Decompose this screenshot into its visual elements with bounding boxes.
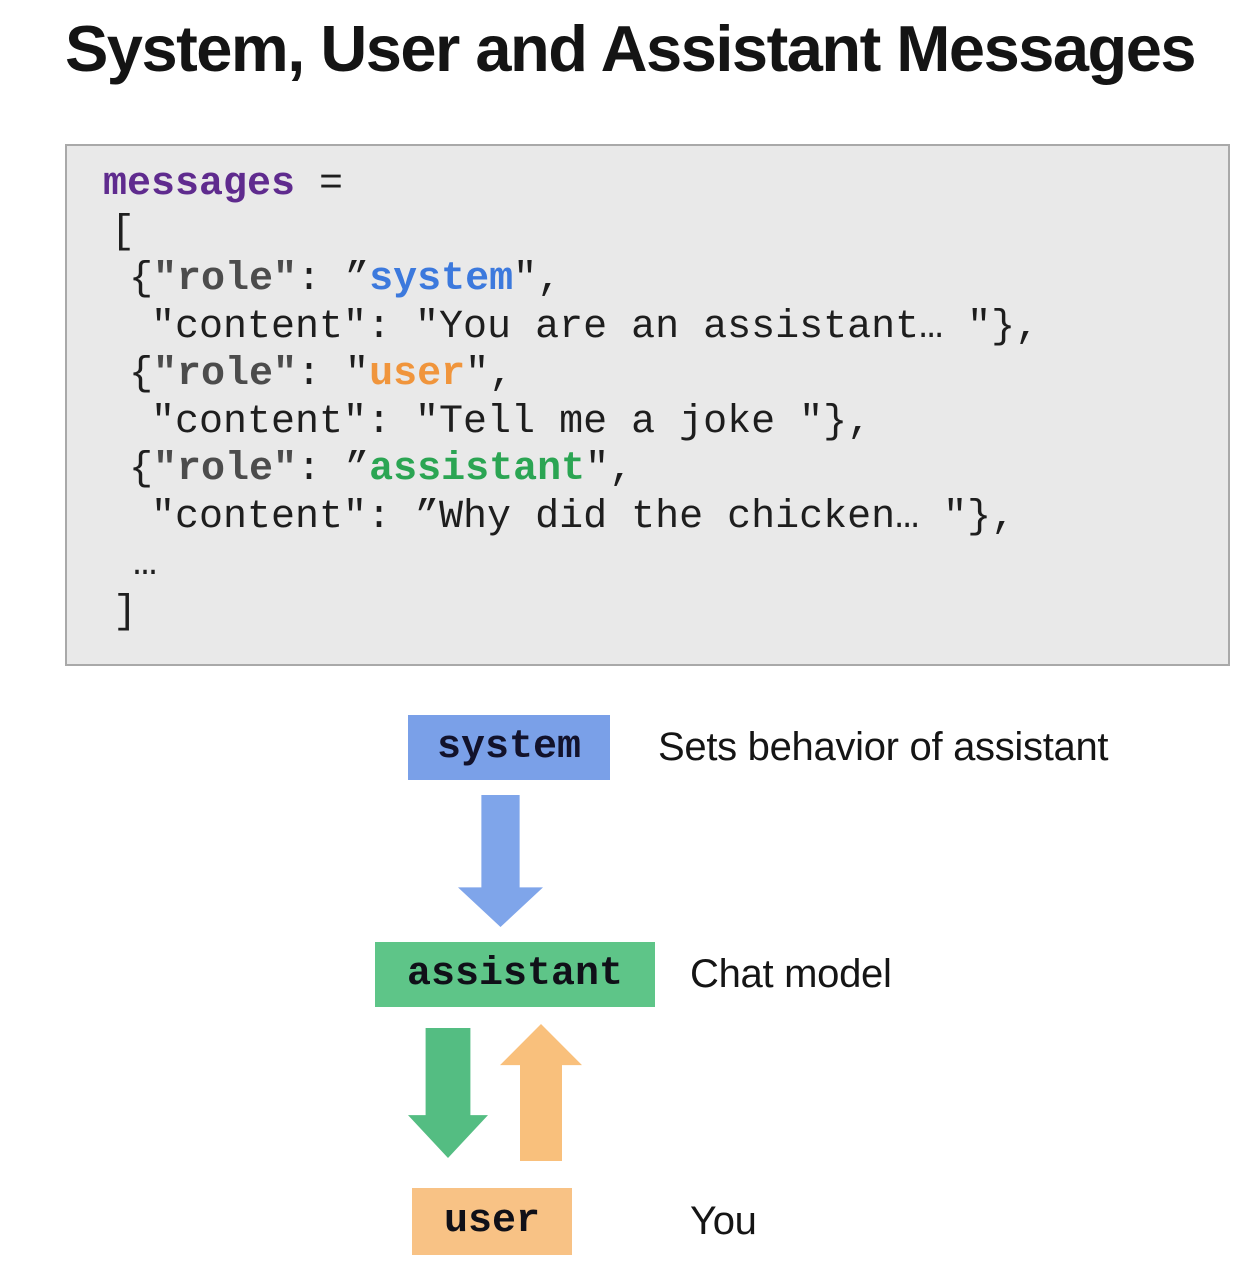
code-line: "content": "Tell me a joke "},: [151, 399, 1212, 447]
system-to-assistant-arrow-icon: [458, 795, 543, 927]
code-segment: {: [129, 447, 154, 492]
code-segment: {: [129, 352, 154, 397]
assistant-description: Chat model: [690, 952, 892, 996]
code-segment: ]: [113, 589, 138, 635]
user-box-label: user: [443, 1199, 540, 1244]
code-lines: messages =[{"role": ”system","content": …: [67, 146, 1228, 636]
code-segment: "content": ”Why did the chicken… "},: [151, 494, 1016, 540]
assistant-box: assistant: [375, 942, 655, 1007]
user-box: user: [412, 1188, 572, 1255]
code-block: messages =[{"role": ”system","content": …: [65, 144, 1230, 666]
code-line: messages =: [103, 161, 1212, 209]
code-segment: : ”: [297, 257, 370, 302]
code-segment: user: [369, 352, 466, 397]
code-segment: assistant: [369, 447, 586, 492]
code-segment: "content": "Tell me a joke "},: [151, 399, 872, 445]
assistant-box-label: assistant: [406, 952, 624, 997]
code-segment: ",: [585, 447, 634, 492]
code-segment: ",: [513, 257, 562, 302]
code-segment: "role": [153, 257, 298, 302]
system-box-label: system: [436, 725, 582, 770]
code-segment: =: [295, 162, 344, 207]
code-segment: system: [369, 257, 514, 302]
page-title: System, User and Assistant Messages: [64, 12, 1197, 85]
user-to-assistant-arrow-icon: [500, 1024, 582, 1161]
code-line: {"role": "user",: [129, 351, 1212, 399]
system-box: system: [408, 715, 610, 780]
code-segment: "content": "You are an assistant… "},: [151, 304, 1040, 350]
code-segment: : ": [297, 352, 370, 397]
code-line: ]: [113, 589, 1212, 637]
code-segment: …: [133, 542, 158, 587]
code-line: {"role": ”system",: [129, 256, 1212, 304]
user-description: You: [690, 1199, 757, 1243]
code-segment: ",: [465, 352, 514, 397]
code-line: "content": ”Why did the chicken… "},: [151, 494, 1212, 542]
code-line: {"role": ”assistant",: [129, 446, 1212, 494]
system-description: Sets behavior of assistant: [658, 725, 1109, 769]
code-line: "content": "You are an assistant… "},: [151, 304, 1212, 352]
code-segment: {: [129, 257, 154, 302]
code-line: …: [133, 541, 1212, 589]
code-segment: "role": [153, 447, 298, 492]
code-segment: messages: [103, 162, 296, 207]
assistant-to-user-arrow-icon: [408, 1028, 488, 1158]
code-segment: "role": [153, 352, 298, 397]
code-segment: [: [111, 209, 136, 255]
code-segment: : ”: [297, 447, 370, 492]
code-line: [: [111, 209, 1212, 257]
